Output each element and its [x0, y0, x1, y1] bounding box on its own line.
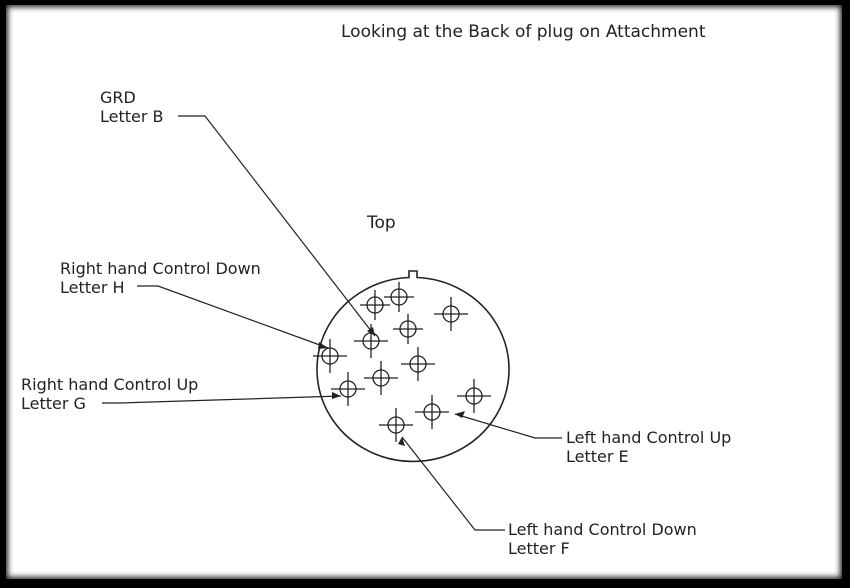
arrow-lh-down — [398, 437, 405, 446]
callout-rh-down-letter: Letter H — [60, 278, 125, 297]
callout-lh-down-name: Left hand Control Down — [508, 520, 697, 539]
leader-rh-up — [102, 395, 342, 404]
diagram-title: Looking at the Back of plug on Attachmen… — [341, 22, 706, 42]
pin-e-left-up — [415, 395, 449, 429]
leader-lh-up — [454, 413, 562, 439]
callout-grd-name: GRD — [100, 88, 136, 107]
pin-h-right-down — [313, 339, 347, 373]
callout-rh-down-name: Right hand Control Down — [60, 259, 261, 278]
leader-lh-down — [401, 436, 505, 531]
top-orientation-label: Top — [367, 213, 396, 233]
pin-4 — [393, 314, 423, 344]
callout-lh-down: Left hand Control Down Letter F — [508, 520, 697, 558]
callout-lh-up-name: Left hand Control Up — [566, 428, 732, 447]
pin-6 — [364, 361, 398, 395]
callout-grd-letter: Letter B — [100, 107, 164, 126]
drawing-sheet — [6, 5, 842, 579]
callout-rh-up: Right hand Control Up Letter G — [21, 375, 198, 413]
plug-outline — [316, 270, 510, 463]
leader-grd — [178, 115, 376, 337]
arrow-rh-up — [332, 392, 341, 399]
arrow-rh-down — [318, 342, 328, 349]
pin-g-right-up — [331, 372, 365, 406]
pin-1 — [360, 290, 390, 320]
pin-7 — [457, 379, 491, 413]
callout-grd: GRD Letter B — [100, 88, 164, 126]
arrow-lh-up — [455, 411, 465, 418]
callout-lh-up: Left hand Control Up Letter E — [566, 428, 731, 466]
leader-rh-down — [137, 285, 329, 349]
callout-rh-up-name: Right hand Control Up — [21, 375, 199, 394]
pin-2 — [384, 282, 414, 312]
pin-5 — [401, 347, 435, 381]
callout-lh-up-letter: Letter E — [566, 447, 629, 466]
pin-3 — [434, 297, 468, 331]
pin-f-left-down — [379, 408, 413, 442]
arrow-grd — [367, 327, 375, 336]
callout-rh-up-letter: Letter G — [21, 394, 86, 413]
callout-lh-down-letter: Letter F — [508, 539, 570, 558]
callout-rh-down: Right hand Control Down Letter H — [60, 259, 261, 297]
